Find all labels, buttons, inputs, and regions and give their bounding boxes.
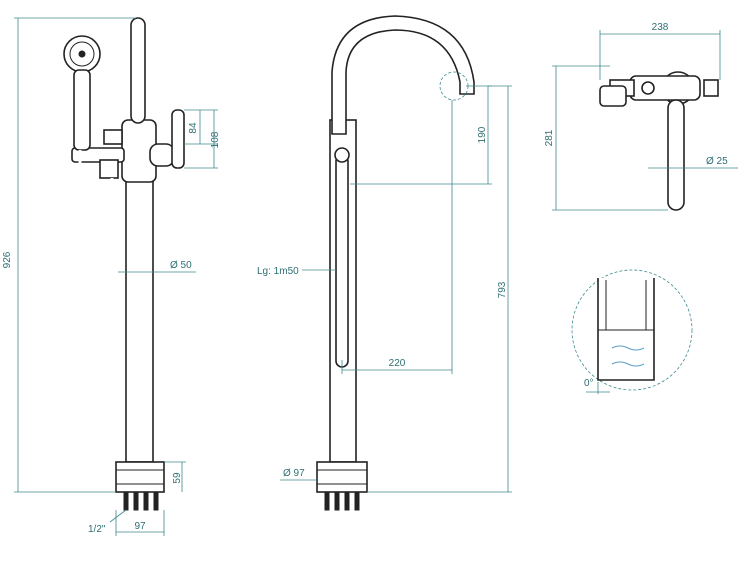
- top-view-cap: [703, 79, 719, 97]
- dim-top-width: 238: [652, 22, 669, 33]
- dim-aerator-angle: 0°: [584, 378, 594, 389]
- front-stem: [130, 17, 146, 124]
- side-base: [316, 461, 368, 493]
- front-base: [115, 461, 165, 493]
- top-view: 238 281 Ø 25: [544, 22, 738, 211]
- dim-lever-84: 84: [188, 122, 199, 134]
- top-view-body: [629, 75, 701, 101]
- dim-total-height: 926: [2, 251, 13, 268]
- detail-circle: [571, 269, 693, 391]
- dim-hose-length: Lg: 1m50: [257, 266, 299, 277]
- dim-thread: 1/2": [88, 524, 106, 535]
- dim-spout-reach: 220: [389, 358, 406, 369]
- dim-base-height: 59: [172, 472, 183, 484]
- front-diverter: [103, 129, 123, 145]
- dim-spout-height: 793: [497, 281, 508, 298]
- dim-top-depth: 281: [544, 129, 555, 146]
- side-hose: [335, 154, 349, 368]
- dim-spout-190: 190: [477, 126, 488, 143]
- front-hose-connector: [99, 159, 119, 179]
- dim-base-diameter: Ø 97: [283, 468, 305, 479]
- front-hose: [79, 150, 113, 366]
- front-view: 926 84 108 Ø 50 59 97 1/2": [2, 17, 221, 536]
- dim-base-width: 97: [134, 521, 146, 532]
- side-spout: [331, 15, 475, 135]
- hand-shower-handle: [73, 69, 91, 151]
- front-column: [125, 169, 154, 463]
- aerator-detail: 0°: [571, 269, 693, 394]
- top-view-handle: [667, 99, 685, 211]
- dim-lever-108: 108: [210, 131, 221, 148]
- front-shower-connector: [71, 147, 125, 163]
- top-view-shower: [599, 85, 627, 107]
- side-feet: [324, 491, 360, 511]
- side-view: 190 793 Lg: 1m50 220 Ø 97: [257, 15, 512, 511]
- dim-handle-diameter: Ø 25: [706, 156, 728, 167]
- dim-column-diameter: Ø 50: [170, 260, 192, 271]
- front-lever: [171, 109, 185, 169]
- front-lever-base: [149, 143, 175, 167]
- front-feet: [123, 491, 159, 511]
